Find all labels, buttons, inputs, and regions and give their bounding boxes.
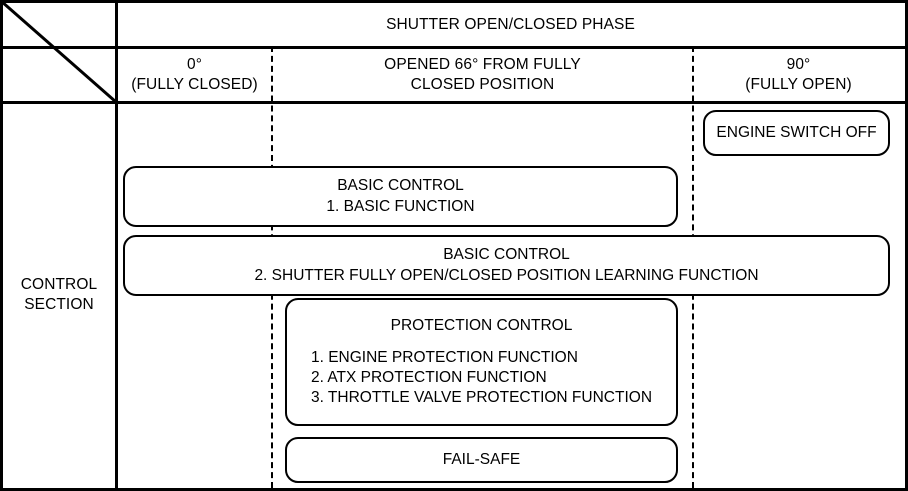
box-basic-control-1[interactable]: BASIC CONTROL 1. BASIC FUNCTION — [123, 166, 678, 227]
box-protection-control[interactable]: PROTECTION CONTROL 1. ENGINE PROTECTION … — [285, 298, 678, 426]
header-column-fully-closed: 0° (FULLY CLOSED) — [131, 56, 258, 93]
header-group-left-edge — [115, 0, 118, 101]
header-body-divider — [0, 101, 908, 104]
header-column-fully-open: 90° (FULLY OPEN) — [745, 56, 852, 93]
diagonal-slash-icon — [0, 0, 117, 104]
row-label-divider — [115, 0, 118, 491]
header-group-divider — [0, 46, 908, 49]
protection-control-function-list: 1. ENGINE PROTECTION FUNCTION 2. ATX PRO… — [311, 348, 652, 408]
table-bottom-border — [0, 488, 908, 491]
table-right-border — [905, 0, 908, 491]
header-group-label: SHUTTER OPEN/CLOSED PHASE — [386, 15, 635, 33]
box-fail-safe[interactable]: FAIL-SAFE — [285, 437, 678, 483]
table-left-border — [0, 0, 3, 491]
box-basic-control-1-title: BASIC CONTROL 1. BASIC FUNCTION — [326, 176, 475, 215]
table-top-border — [0, 0, 908, 3]
row-label-control-section: CONTROL SECTION — [20, 275, 98, 313]
box-basic-control-2-title: BASIC CONTROL 2. SHUTTER FULLY OPEN/CLOS… — [254, 245, 759, 284]
box-protection-control-title: PROTECTION CONTROL — [390, 316, 573, 334]
protection-control-item: 2. ATX PROTECTION FUNCTION — [310, 368, 547, 386]
protection-control-item: 3. THROTTLE VALVE PROTECTION FUNCTION — [310, 388, 653, 406]
box-engine-switch-off-label: ENGINE SWITCH OFF — [716, 123, 877, 141]
box-engine-switch-off[interactable]: ENGINE SWITCH OFF — [703, 110, 890, 156]
protection-control-item: 1. ENGINE PROTECTION FUNCTION — [310, 348, 578, 366]
box-fail-safe-label: FAIL-SAFE — [442, 450, 521, 468]
header-column-opened-66: OPENED 66° FROM FULLY CLOSED POSITION — [384, 56, 581, 93]
box-basic-control-2[interactable]: BASIC CONTROL 2. SHUTTER FULLY OPEN/CLOS… — [123, 235, 890, 296]
